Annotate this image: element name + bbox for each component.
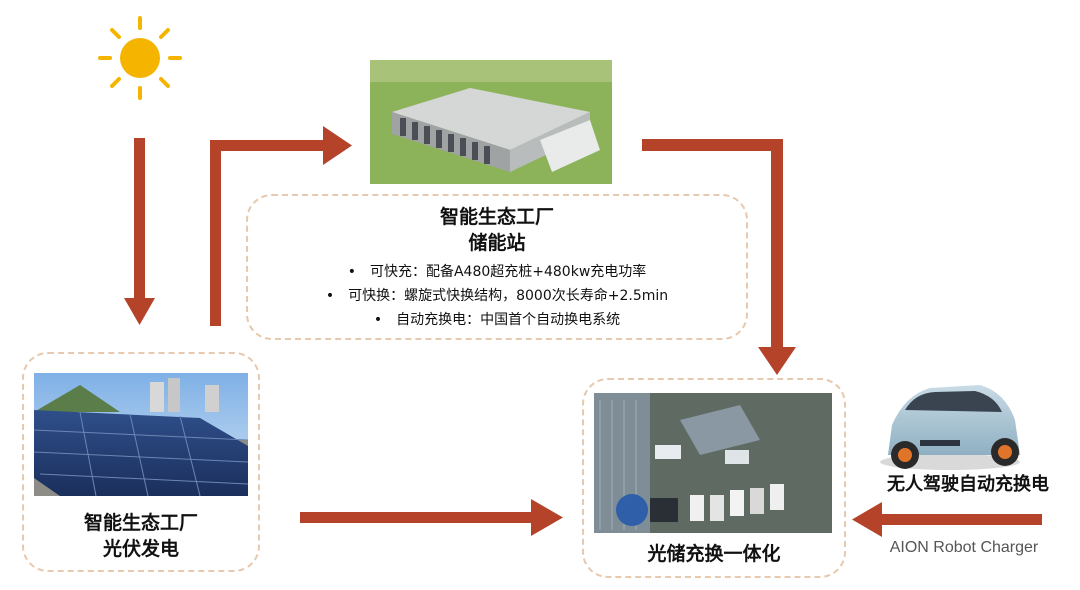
solar-farm-image [33,373,249,497]
robot-title: 无人驾驶自动充换电 [887,474,1049,495]
arrow-solar-to-storage [210,126,352,326]
storage-station-title-line1: 智能生态工厂 [439,206,554,228]
feature-auto-swap: 自动充换电：中国首个自动换电系统 [246,308,748,332]
feature-fast-charge: 可快充：配备A480超充桩+480kw充电功率 [246,260,748,284]
storage-station-feature-list: 可快充：配备A480超充桩+480kw充电功率 可快换：螺旋式快换结构，8000… [246,260,748,332]
solar-title-line1: 智能生态工厂 [83,512,198,534]
sun-icon [98,16,182,100]
solar-title: 智能生态工厂 光伏发电 [22,510,260,562]
integration-node [582,378,846,578]
arrow-sun-to-solar [124,138,155,325]
arrow-robot-to-integration [852,502,1042,537]
arrow-storage-to-integration [642,139,796,375]
integration-title: 光储充换一体化 [647,543,781,565]
robot-car-image [880,385,1020,470]
feature-fast-swap: 可快换：螺旋式快换结构，8000次长寿命+2.5min [246,284,748,308]
solar-title-line2: 光伏发电 [102,538,179,560]
robot-caption: AION Robot Charger [889,539,1039,556]
storage-station-image [370,60,612,184]
integration-station-image [594,393,832,533]
arrow-solar-to-integration [300,499,563,536]
storage-station-title: 智能生态工厂 储能站 [246,204,748,256]
solar-node [22,352,260,572]
storage-station-title-line2: 储能站 [468,232,526,254]
